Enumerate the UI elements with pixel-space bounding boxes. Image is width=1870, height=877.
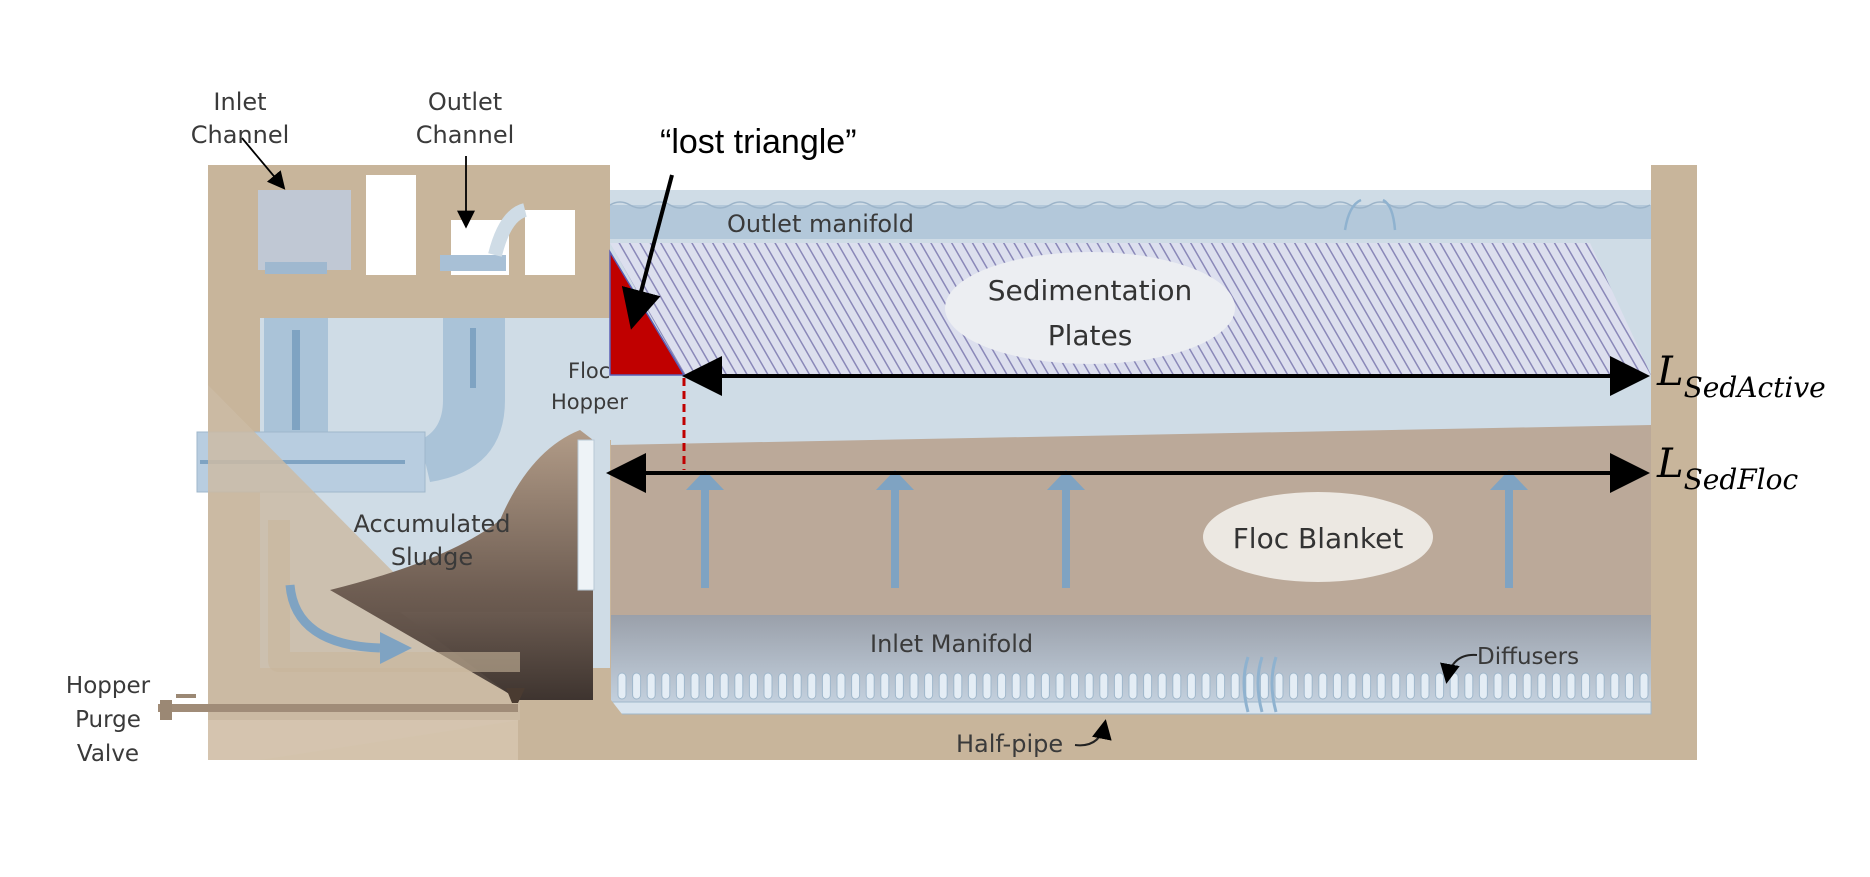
diffuser (735, 673, 743, 699)
diffuser (720, 673, 728, 699)
diffuser (647, 673, 655, 699)
diffuser (837, 673, 845, 699)
diffuser (1523, 673, 1531, 699)
diffuser (1465, 673, 1473, 699)
diffuser (1552, 673, 1560, 699)
floc-blanket-zone (610, 425, 1651, 615)
diffuser (1275, 673, 1283, 699)
diffuser (1333, 673, 1341, 699)
diffuser (1509, 673, 1517, 699)
diffuser (1392, 673, 1400, 699)
diffuser (793, 673, 801, 699)
diffuser (676, 673, 684, 699)
diffuser (1450, 673, 1458, 699)
accumulated-sludge-label-line1: Accumulated (354, 510, 511, 538)
outlet-channel-label-line1: Outlet (428, 88, 502, 116)
diffuser (895, 673, 903, 699)
diffuser (1246, 673, 1254, 699)
diffuser (1202, 673, 1210, 699)
inlet-channel-label-line1: Inlet (213, 88, 266, 116)
lost-triangle-label: “lost triangle” (660, 123, 857, 161)
diffuser (1071, 673, 1079, 699)
diffuser (1027, 673, 1035, 699)
diffuser (881, 673, 889, 699)
diffuser (1100, 673, 1108, 699)
diffuser (1041, 673, 1049, 699)
diffuser (1640, 673, 1648, 699)
diffuser (706, 673, 714, 699)
diffuser (939, 673, 947, 699)
diffuser (1129, 673, 1137, 699)
diffuser (779, 673, 787, 699)
diffuser (954, 673, 962, 699)
hopper-purge-label-line3: Valve (77, 741, 139, 767)
inlet-channel-label-line2: Channel (191, 121, 290, 149)
diffuser (1144, 673, 1152, 699)
diffuser (866, 673, 874, 699)
sed-plates-label-line2: Plates (1048, 319, 1133, 352)
diffuser (808, 673, 816, 699)
diffuser (662, 673, 670, 699)
diffuser (618, 673, 626, 699)
floc-hopper-label-line1: Floc (568, 359, 610, 383)
diffuser (1348, 673, 1356, 699)
diffuser (1538, 673, 1546, 699)
half-pipe-label: Half-pipe (956, 730, 1063, 758)
diffuser (983, 673, 991, 699)
hopper-purge-label-line1: Hopper (66, 673, 151, 699)
diffuser (633, 673, 641, 699)
diffuser (691, 673, 699, 699)
outlet-manifold-label: Outlet manifold (727, 210, 914, 238)
hopper-purge-label-line2: Purge (75, 707, 141, 733)
diffuser (1231, 673, 1239, 699)
diffuser (1217, 673, 1225, 699)
floc-blanket-label: Floc Blanket (1233, 522, 1404, 555)
diffuser (1114, 673, 1122, 699)
diffuser (1173, 673, 1181, 699)
diffuser (1406, 673, 1414, 699)
inlet-channel (258, 190, 351, 270)
diffuser (925, 673, 933, 699)
diffuser (1012, 673, 1020, 699)
inlet-manifold-label: Inlet Manifold (870, 630, 1033, 658)
outlet-channel-label-line2: Channel (416, 121, 515, 149)
accumulated-sludge-label-line2: Sludge (391, 543, 473, 571)
diffuser (1085, 673, 1093, 699)
diffuser (1158, 673, 1166, 699)
main-tank (575, 165, 1697, 760)
diffuser (1056, 673, 1064, 699)
diffuser (1319, 673, 1327, 699)
diffuser (1187, 673, 1195, 699)
diffuser (998, 673, 1006, 699)
diffuser (749, 673, 757, 699)
diffuser (1494, 673, 1502, 699)
diffuser (1567, 673, 1575, 699)
diffuser (968, 673, 976, 699)
diffuser (1611, 673, 1619, 699)
diffuser (1290, 673, 1298, 699)
diffuser (1582, 673, 1590, 699)
left-structure (158, 165, 610, 760)
sed-plates-label-line1: Sedimentation (988, 274, 1193, 307)
diffuser (1596, 673, 1604, 699)
diffuser (1421, 673, 1429, 699)
diffuser (822, 673, 830, 699)
diffuser (1363, 673, 1371, 699)
diffuser (1436, 673, 1444, 699)
diffuser (1260, 673, 1268, 699)
diffuser (852, 673, 860, 699)
diffuser (764, 673, 772, 699)
diffuser (1479, 673, 1487, 699)
diffuser (1377, 673, 1385, 699)
diffuser (910, 673, 918, 699)
diffusers-label: Diffusers (1477, 644, 1579, 670)
diffuser (1304, 673, 1312, 699)
diffuser (1625, 673, 1633, 699)
floc-hopper-label-line2: Hopper (551, 390, 628, 414)
